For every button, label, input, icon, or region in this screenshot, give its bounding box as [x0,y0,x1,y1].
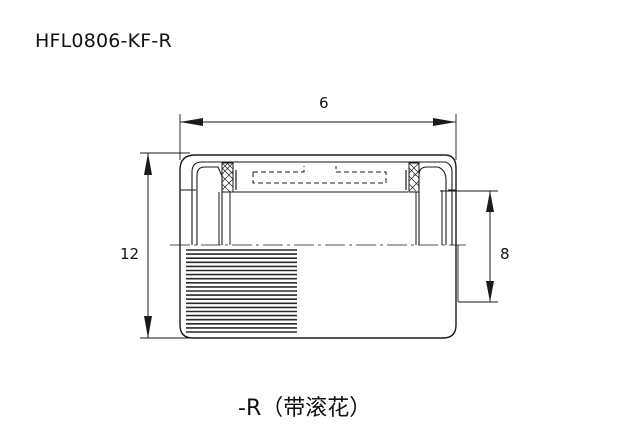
arrow-right-icon [433,118,456,126]
arrow-left-icon [180,118,203,126]
outer-shell [179,154,457,339]
variant-caption: -R（带滚花） [238,396,372,421]
inner-shell-lip [191,161,453,245]
arrow-down-icon [486,281,494,302]
right-seal [418,166,447,245]
inner-diameter-label: 8 [500,245,510,263]
knurl-pattern [186,249,297,333]
outer-diameter-dimension [140,152,190,339]
width-dimension [179,114,457,160]
part-number-title: HFL0806-KF-R [35,30,172,52]
needle-cage-pocket [252,166,387,184]
arrow-down-icon [144,316,152,338]
width-dimension-label: 6 [319,94,329,112]
right-spring-hatch [405,162,420,245]
inner-diameter-dimension [440,190,498,303]
arrow-up-icon [486,191,494,212]
outer-diameter-label: 12 [120,245,139,263]
left-spring-hatch [221,162,237,245]
arrow-up-icon [144,153,152,175]
left-seal [196,166,223,245]
